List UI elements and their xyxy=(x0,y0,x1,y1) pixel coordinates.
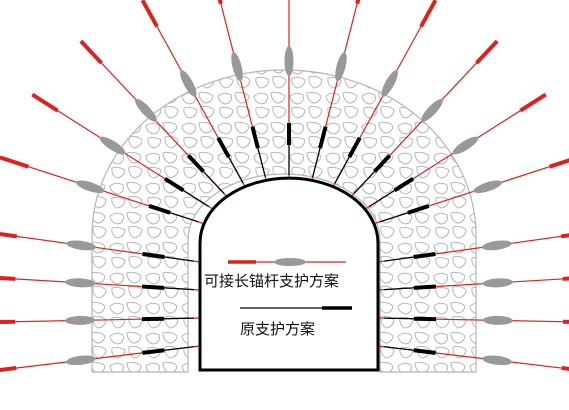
extended-bolt-tip xyxy=(550,157,569,166)
extended-bolt-tip xyxy=(0,322,15,323)
grout-bulb xyxy=(450,134,480,158)
extended-bolt-tip xyxy=(477,41,498,63)
grout-bulb xyxy=(65,316,95,326)
extended-bolt-tip xyxy=(520,95,545,111)
legend-label-original-support: 原支护方案 xyxy=(240,318,315,339)
extended-bolt-tip xyxy=(213,0,220,4)
extended-bolt-tip xyxy=(561,232,569,236)
original-bolt-tip xyxy=(142,287,164,288)
extended-bolt-tip xyxy=(0,277,15,279)
grout-bulb xyxy=(379,68,401,99)
legend-label-extended-bolt: 可接长锚杆支护方案 xyxy=(204,270,339,291)
extended-bolt-tip xyxy=(0,232,17,236)
legend-grout-bulb xyxy=(274,258,306,266)
grout-bulb xyxy=(65,277,95,288)
extended-bolt-tip xyxy=(563,322,569,323)
grout-bulb xyxy=(483,277,513,288)
extended-bolt-tip xyxy=(0,157,28,166)
original-bolt-tip xyxy=(142,350,164,353)
grout-bulb xyxy=(483,316,513,326)
grout-bulb xyxy=(419,96,446,124)
extended-bolt-tip xyxy=(0,368,16,372)
extended-bolt-tip xyxy=(143,0,157,26)
extended-bolt-tip xyxy=(32,95,57,111)
grout-bulb xyxy=(472,178,503,196)
extended-bolt-tip xyxy=(421,0,435,26)
original-bolt-tip xyxy=(414,287,436,288)
extended-bolt-tip xyxy=(357,0,364,4)
extended-bolt-tip xyxy=(81,41,102,63)
grout-bulb xyxy=(285,46,294,76)
extended-bolt-tip xyxy=(563,277,569,279)
grout-bulb xyxy=(482,354,513,367)
extended-bolt-tip xyxy=(562,368,569,372)
grout-bulb xyxy=(481,239,512,252)
original-bolt-tip xyxy=(414,350,436,353)
